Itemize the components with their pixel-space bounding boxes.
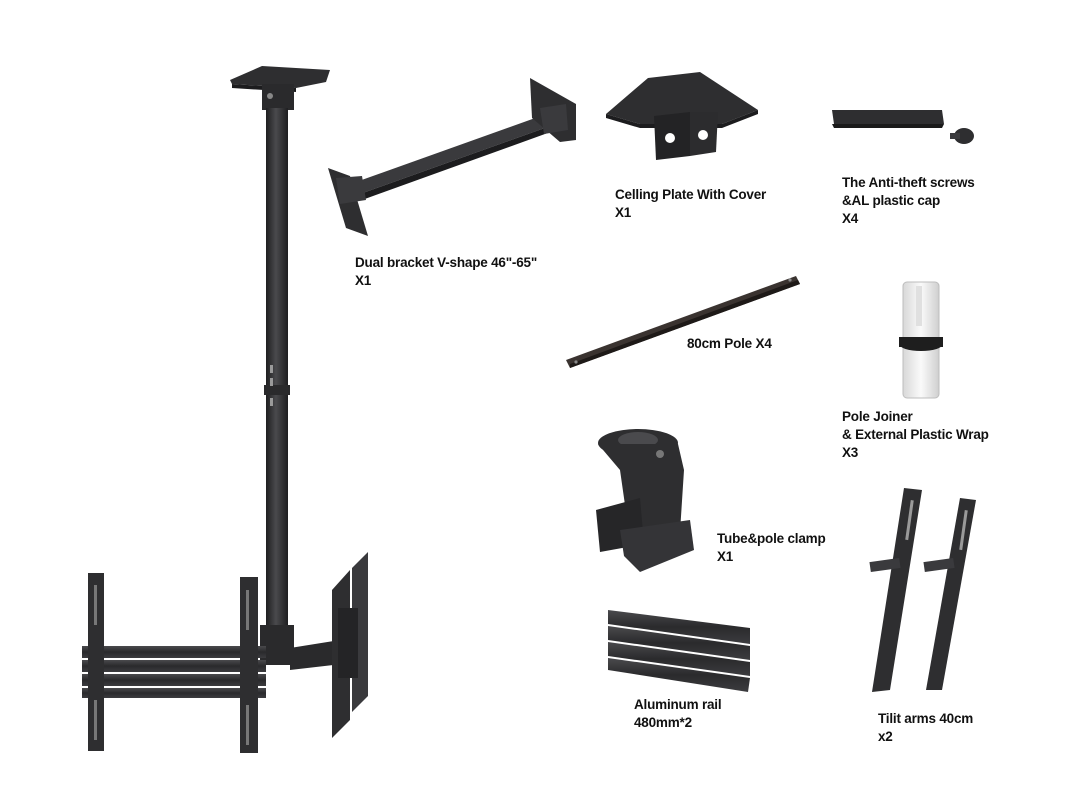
pole-label: 80cm Pole X4 bbox=[687, 335, 772, 353]
tilt-arms-qty: x2 bbox=[878, 729, 893, 744]
pole-joiner-qty: X3 bbox=[842, 445, 859, 460]
rail-label: Aluminum rail 480mm*2 bbox=[634, 696, 722, 732]
dual-bracket-icon bbox=[328, 78, 576, 236]
dual-bracket-label: Dual bracket V-shape 46"-65" X1 bbox=[355, 254, 537, 290]
ceiling-plate-label: Celling Plate With Cover X1 bbox=[615, 186, 766, 222]
screws-name: The Anti-theft screws bbox=[842, 175, 975, 190]
anti-theft-screw-icon bbox=[832, 110, 974, 144]
pole-joiner-label: Pole Joiner & External Plastic Wrap X3 bbox=[842, 408, 989, 462]
pole-joiner-icon bbox=[899, 281, 943, 399]
clamp-name: Tube&pole clamp bbox=[717, 531, 826, 546]
tilt-arms-label: Tilit arms 40cm x2 bbox=[878, 710, 973, 746]
dual-bracket-name: Dual bracket V-shape 46"-65" bbox=[355, 255, 538, 270]
aluminum-rail-icon bbox=[608, 610, 750, 692]
assembled-ceiling-mount-icon bbox=[82, 66, 368, 753]
rail-size: 480mm*2 bbox=[634, 715, 692, 730]
ceiling-plate-icon bbox=[606, 72, 758, 160]
screws-label: The Anti-theft screws &AL plastic cap X4 bbox=[842, 174, 975, 228]
pole-name: 80cm Pole X4 bbox=[687, 336, 772, 351]
pole-joiner-name-2: & External Plastic Wrap bbox=[842, 427, 989, 442]
pole-icon bbox=[566, 276, 800, 368]
clamp-qty: X1 bbox=[717, 549, 734, 564]
screws-name-2: &AL plastic cap bbox=[842, 193, 941, 208]
tilt-arms-icon bbox=[869, 488, 976, 692]
ceiling-plate-name: Celling Plate With Cover bbox=[615, 187, 767, 202]
clamp-label: Tube&pole clamp X1 bbox=[717, 530, 826, 566]
tilt-arms-name: Tilit arms 40cm bbox=[878, 711, 974, 726]
dual-bracket-qty: X1 bbox=[355, 273, 372, 288]
rail-name: Aluminum rail bbox=[634, 697, 722, 712]
tube-clamp-icon bbox=[596, 429, 694, 572]
screws-qty: X4 bbox=[842, 211, 859, 226]
pole-joiner-name: Pole Joiner bbox=[842, 409, 913, 424]
ceiling-plate-qty: X1 bbox=[615, 205, 632, 220]
